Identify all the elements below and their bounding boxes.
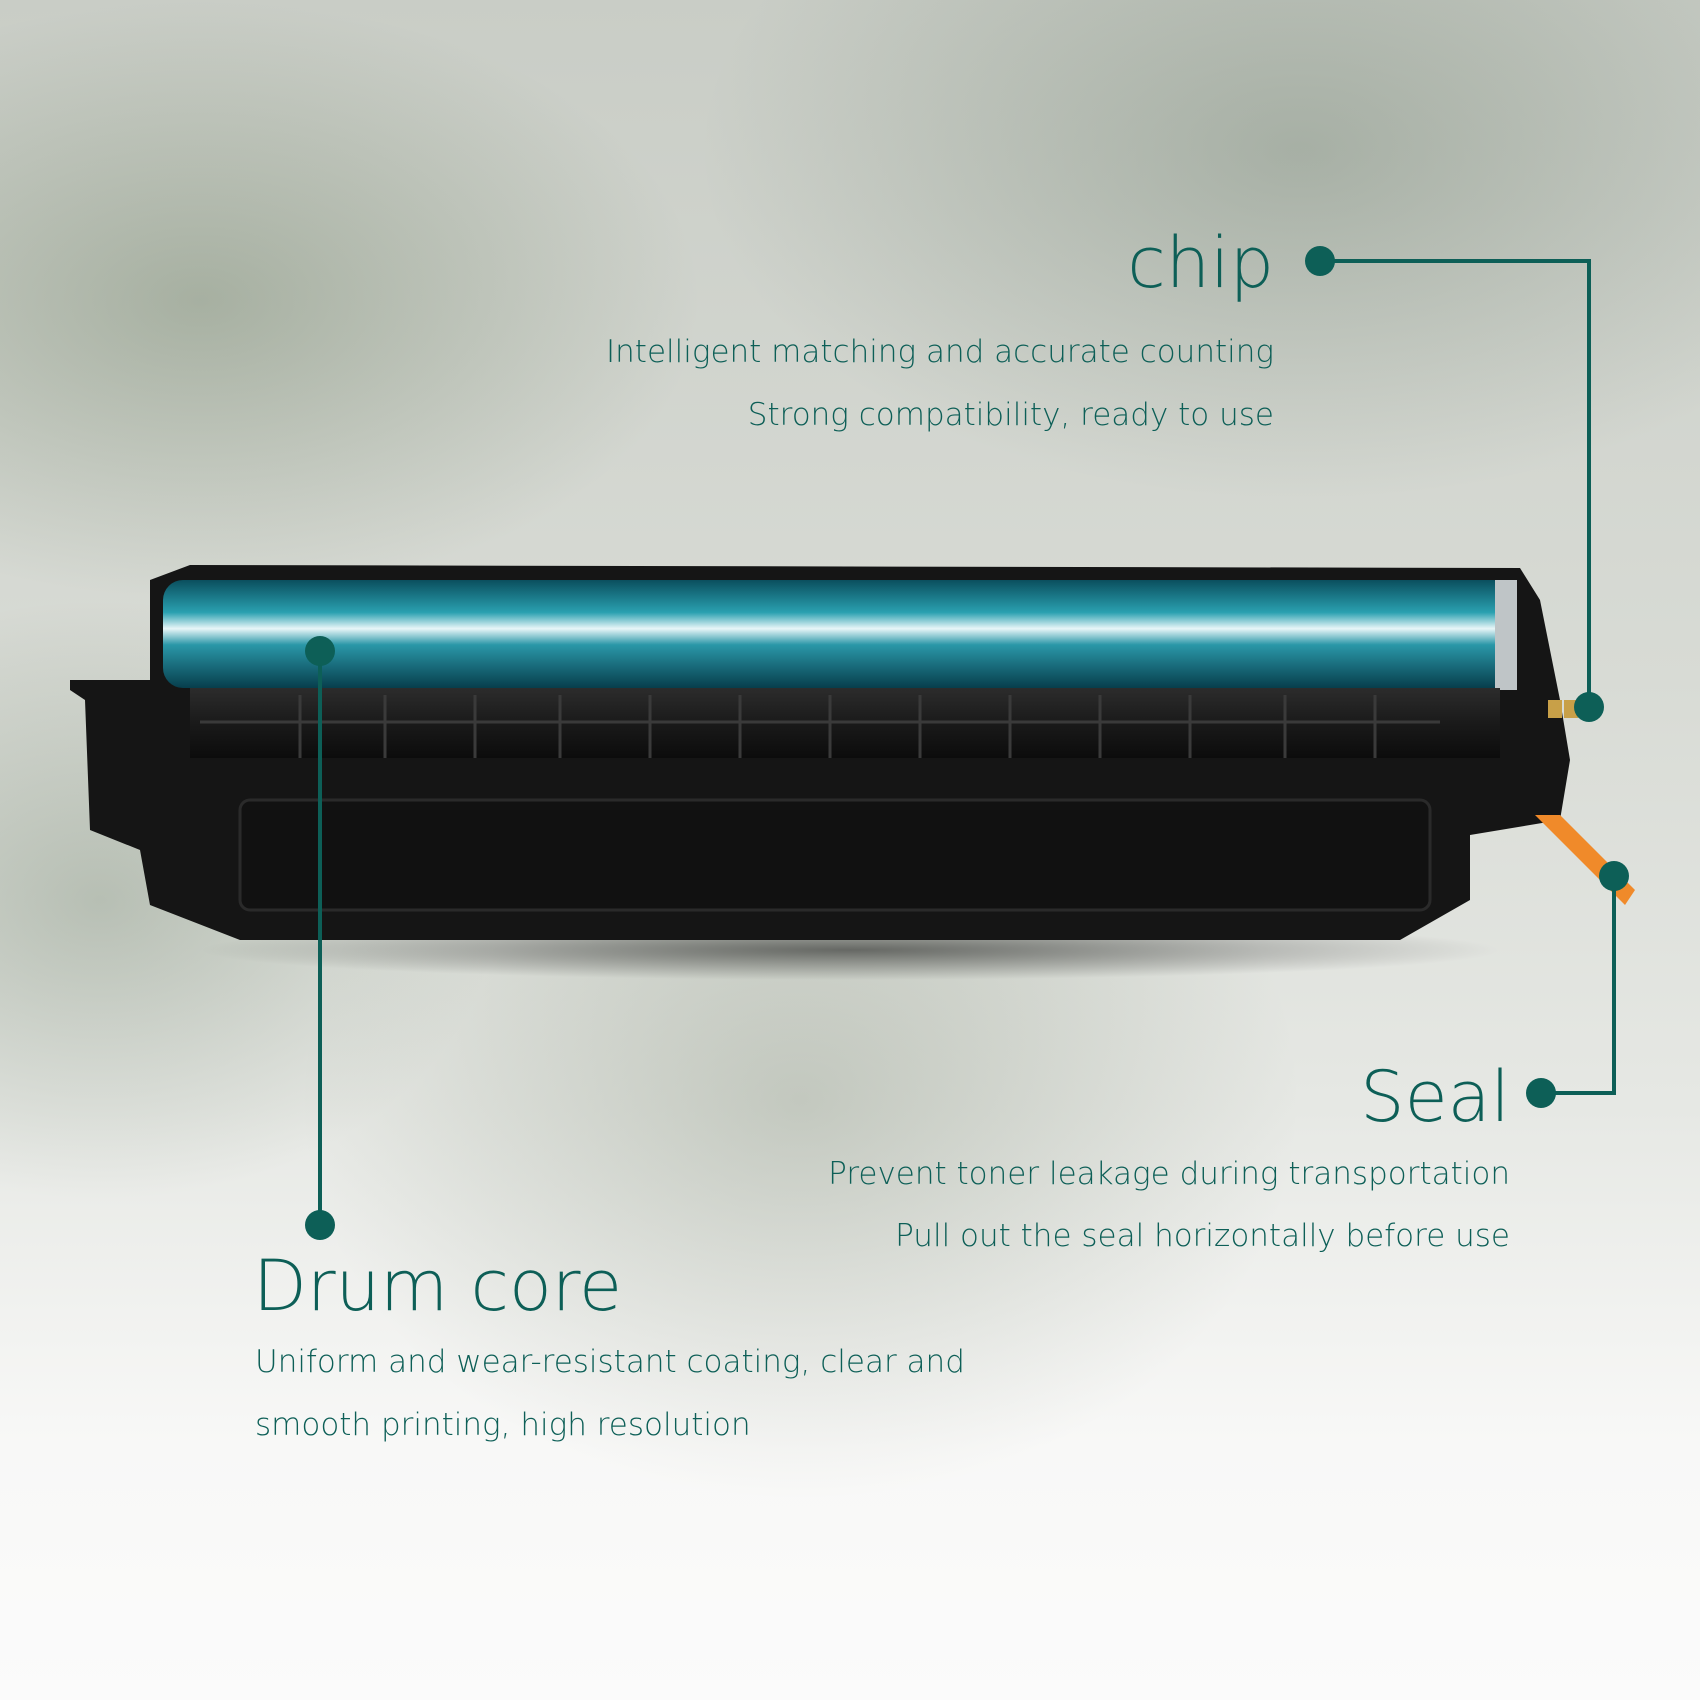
seal-desc-2: Pull out the seal horizontally before us… (895, 1218, 1510, 1254)
seal-dot (1526, 1078, 1556, 1108)
drum-cylinder (163, 580, 1513, 688)
drum-anchor-dot (305, 636, 335, 666)
callout-lines (318, 259, 1616, 1225)
seal-tab (1535, 815, 1635, 905)
chip-desc-2: Strong compatibility, ready to use (747, 397, 1274, 433)
cartridge-lower-panel (238, 798, 1432, 912)
seal-desc-1: Prevent toner leakage during transportat… (828, 1156, 1510, 1192)
seal-callout-line (1541, 876, 1616, 1095)
chip-desc-1: Intelligent matching and accurate counti… (606, 334, 1274, 370)
drum-core-title: Drum core (253, 1245, 623, 1327)
drum-core-desc-2: smooth printing, high resolution (255, 1407, 751, 1443)
seal-anchor-dot (1599, 861, 1629, 891)
chip-contact (1548, 700, 1562, 718)
seal-title: Seal (1360, 1056, 1510, 1138)
callout-dots (305, 246, 1629, 1240)
drum-core-desc-1: Uniform and wear-resistant coating, clea… (255, 1344, 965, 1380)
drum-end-ring (1495, 580, 1517, 690)
chip-dot (1305, 246, 1335, 276)
chip-title: chip (1127, 222, 1274, 304)
chip-callout-line (1320, 259, 1591, 707)
cartridge-ribs (200, 695, 1440, 758)
drum-dot (305, 1210, 335, 1240)
chip-anchor-dot (1574, 692, 1604, 722)
